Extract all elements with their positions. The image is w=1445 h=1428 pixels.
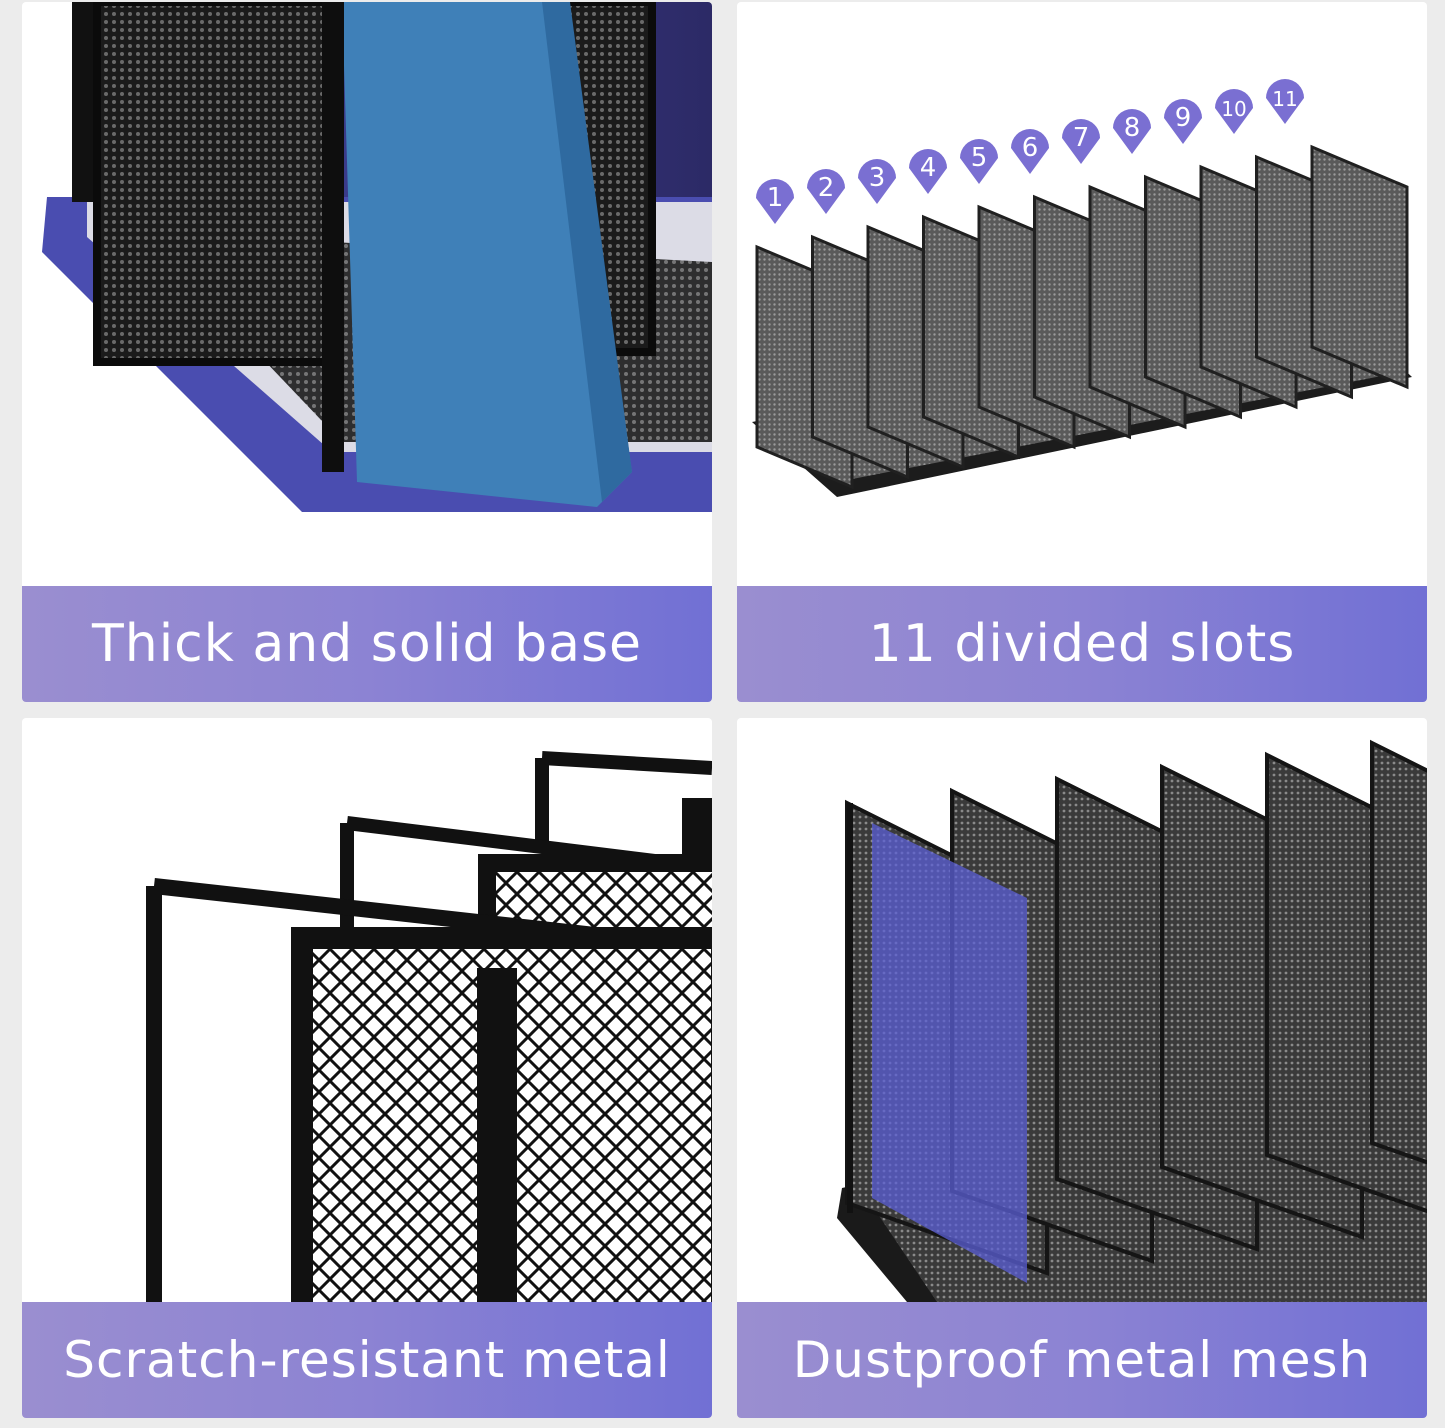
panel-divided-slots: 1 2 3 4 5 6 7 8 9 10 11 11 divided slots xyxy=(737,2,1427,702)
caption-bar: Dustproof metal mesh xyxy=(737,1302,1427,1418)
slot-number-label: 8 xyxy=(1124,113,1141,143)
slot-number-marker: 6 xyxy=(1011,129,1049,174)
slot-number-label: 5 xyxy=(971,143,988,173)
slot-number-marker: 4 xyxy=(909,149,947,194)
slot-number-marker: 9 xyxy=(1164,99,1202,144)
slot-number-label: 9 xyxy=(1175,103,1192,133)
frame-closeup-image xyxy=(22,718,712,1302)
caption-bar: 11 divided slots xyxy=(737,586,1427,702)
mesh-divider-panel xyxy=(1370,739,1427,1165)
caption-bar: Scratch-resistant metal xyxy=(22,1302,712,1418)
organizer-image: 1 2 3 4 5 6 7 8 9 10 11 xyxy=(737,2,1427,586)
slot-number-marker: 3 xyxy=(858,159,896,204)
caption-text: Thick and solid base xyxy=(91,614,643,674)
caption-text: 11 divided slots xyxy=(868,614,1296,674)
slot-number-label: 3 xyxy=(869,163,886,193)
slot-number-marker: 10 xyxy=(1215,89,1253,134)
caption-bar: Thick and solid base xyxy=(22,586,712,702)
slot-number-marker: 5 xyxy=(960,139,998,184)
slot-number-label: 4 xyxy=(920,153,937,183)
slot-number-label: 11 xyxy=(1272,87,1297,111)
slot-number-marker: 2 xyxy=(807,169,845,214)
slot-number-marker: 8 xyxy=(1113,109,1151,154)
panel-dustproof-mesh: Dustproof metal mesh xyxy=(737,718,1427,1418)
panel-thick-base: Thick and solid base xyxy=(22,2,712,702)
slot-number-label: 2 xyxy=(818,173,835,203)
slot-number-marker: 1 xyxy=(756,179,794,224)
divider-panel xyxy=(1310,144,1409,390)
slot-number-label: 10 xyxy=(1221,97,1246,121)
caption-text: Dustproof metal mesh xyxy=(792,1331,1372,1389)
slot-number-marker: 11 xyxy=(1266,79,1304,124)
slot-number-label: 1 xyxy=(767,183,784,213)
base-closeup-image xyxy=(22,2,712,586)
slot-number-label: 7 xyxy=(1073,123,1090,153)
slot-number-label: 6 xyxy=(1022,133,1039,163)
slot-number-marker: 7 xyxy=(1062,119,1100,164)
panel-scratch-resistant: Scratch-resistant metal xyxy=(22,718,712,1418)
mesh-organizer-image xyxy=(737,718,1427,1302)
caption-text: Scratch-resistant metal xyxy=(63,1331,671,1389)
